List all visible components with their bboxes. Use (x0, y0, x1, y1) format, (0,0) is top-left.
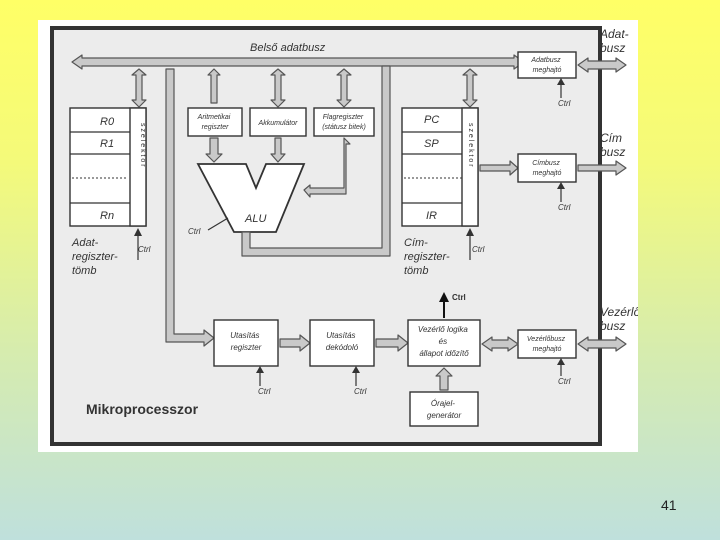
data-reg-r0: R0 (100, 116, 115, 128)
control-logic: Vezérlő logika és állapot időzítő (418, 325, 470, 358)
decoder-ctrl-arrow (352, 366, 360, 373)
addr-reg-ctrl: Ctrl (472, 245, 485, 254)
addr-reg-label: Cím- regiszter- tömb (404, 237, 453, 277)
data-reg-label: Adat- regiszter- tömb (71, 237, 121, 277)
arrow-alu-flag (303, 137, 351, 198)
external-address-bus-label: Cím busz (600, 131, 625, 159)
external-control-bus-label: Vezérlő busz (600, 305, 638, 333)
control-bus-driver-ctrl-arrow (557, 358, 565, 365)
alu-label: ALU (244, 213, 266, 225)
external-address-bus-arrow (577, 160, 627, 176)
flag-register: Flagregiszter (státusz bitek) (322, 114, 366, 131)
arrow-arith-alu (205, 137, 223, 163)
data-bus-driver-ctrl-arrow (557, 78, 565, 85)
instr-reg-ctrl-arrow (256, 366, 264, 373)
page-number: 41 (661, 497, 677, 513)
addr-reg-selector: s z e l e k t o r (467, 123, 474, 167)
control-bus-driver-ctrl: Ctrl (558, 377, 571, 386)
clock-generator: Órajel- generátor (427, 399, 462, 420)
alu-ctrl: Ctrl (188, 227, 201, 236)
addr-bus-driver-ctrl-arrow (557, 182, 565, 189)
data-reg-r1: R1 (100, 138, 114, 150)
addr-reg-pc: PC (424, 114, 439, 126)
arrow-bus-instr-reg (165, 68, 215, 347)
control-logic-ctrl: Ctrl (452, 293, 466, 302)
address-bus-driver: Címbusz meghajtó (532, 160, 562, 177)
arrow-bus-arith (207, 68, 221, 104)
arrow-control-to-ctrlbus (481, 336, 519, 352)
arrow-bus-datareg (131, 68, 147, 108)
data-reg-ctrl-arrow (134, 228, 142, 236)
arrow-clock-control (435, 367, 453, 391)
address-bus-driver-ctrl: Ctrl (558, 203, 571, 212)
internal-bus-label: Belső adatbusz (250, 42, 326, 54)
arrow-acc-alu (270, 137, 286, 163)
data-reg-rn: Rn (100, 210, 114, 222)
instruction-register: Utasítás regiszter (230, 331, 262, 352)
accumulator: Akkumulátor (258, 120, 299, 127)
data-bus-driver: Adatbusz meghajtó (530, 57, 562, 74)
instruction-decoder: Utasítás dekódoló (326, 331, 359, 352)
diagram-title: Mikroprocesszor (86, 401, 199, 417)
microprocessor-diagram: Belső adatbusz R0 R1 Rn s z e l e k t o … (38, 20, 638, 452)
arith-register: Aritmetikai regiszter (197, 114, 233, 131)
addr-reg-sp: SP (424, 138, 439, 150)
addr-reg-ctrl-arrow (466, 228, 474, 236)
data-bus-driver-ctrl: Ctrl (558, 99, 571, 108)
data-reg-selector: s z e l e k t o r (139, 123, 146, 167)
arrow-bus-flag (336, 68, 352, 108)
instruction-register-ctrl: Ctrl (258, 387, 271, 396)
instruction-decoder-ctrl: Ctrl (354, 387, 367, 396)
addr-reg-ir: IR (426, 210, 437, 222)
arrow-bus-addrreg (462, 68, 478, 108)
external-control-bus-arrow (577, 336, 627, 352)
arrow-ir-decoder (279, 334, 311, 352)
alu-shape (196, 163, 306, 233)
arrow-bus-acc (270, 68, 286, 108)
external-data-bus-arrow (577, 57, 627, 73)
data-reg-ctrl: Ctrl (138, 245, 151, 254)
arrow-decoder-control (375, 334, 409, 352)
chip-boundary (50, 26, 602, 446)
control-logic-ctrl-arrow (439, 292, 449, 302)
control-bus-driver: Vezérlőbusz meghajtó (527, 336, 567, 353)
arrow-addr-to-addrbus (479, 160, 519, 176)
external-data-bus-label: Adat- busz (599, 27, 632, 55)
alu-output-path (241, 65, 391, 257)
